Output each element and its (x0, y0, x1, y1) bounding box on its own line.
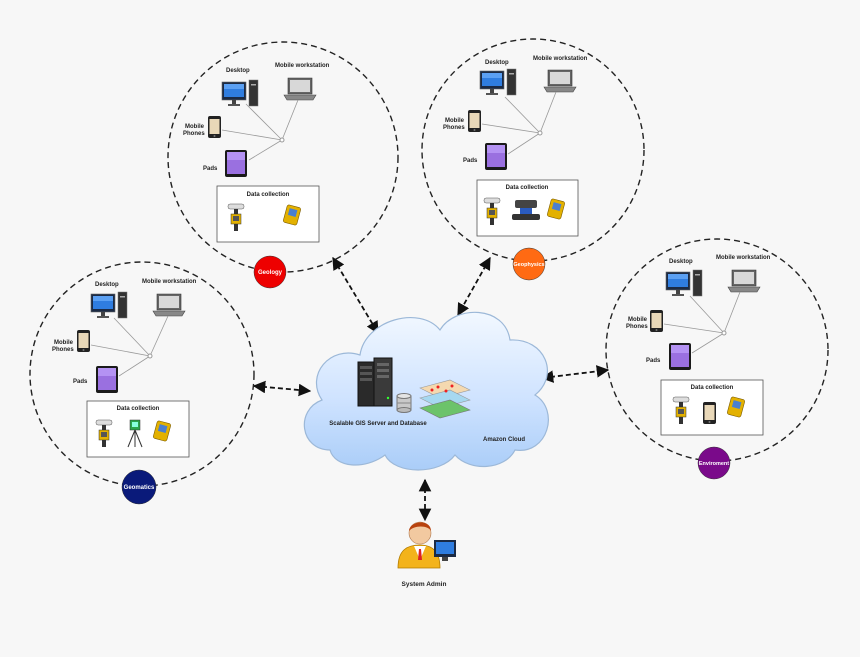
gis-map-layers-icon (419, 379, 471, 419)
badge-label: Geophysics (513, 262, 544, 268)
pads-label: Pads (203, 166, 218, 172)
desktop-icon (90, 291, 128, 319)
mobile-workstation-label: Mobile workstation (275, 63, 330, 69)
mobile-phone-icon (468, 110, 481, 132)
mobile-phones-label-1: Mobile (445, 118, 465, 124)
server-rack-icon (357, 357, 393, 407)
admin-label: System Admin (402, 581, 447, 588)
pads-label: Pads (463, 158, 478, 164)
laptop-icon (283, 77, 317, 101)
badge-geology (253, 255, 287, 289)
pad-icon (225, 150, 247, 177)
arrow-geophysics-cloud (457, 256, 491, 317)
arrow-enviroment-cloud (540, 365, 610, 383)
admin-person-icon (397, 521, 441, 569)
desktop-label: Desktop (669, 259, 693, 265)
mobile-phone-icon (703, 402, 716, 424)
mobile-phones-label-2: Phones (626, 324, 648, 330)
cloud-provider-label: Amazon Cloud (483, 437, 525, 443)
laptop-icon (727, 269, 761, 293)
mobile-phones-label-2: Phones (183, 131, 205, 137)
admin-computer-icon (434, 540, 456, 561)
mobile-phones-label-1: Mobile (628, 317, 648, 323)
badge-enviroment (697, 446, 731, 480)
database-icon (396, 393, 412, 413)
mobile-workstation-label: Mobile workstation (533, 56, 588, 62)
desktop-icon (221, 79, 259, 107)
desktop-icon (479, 68, 517, 96)
data-collection-label: Data collection (691, 385, 734, 391)
mobile-workstation-label: Mobile workstation (716, 255, 771, 261)
region-geology: Desktop Mobile workstation Mobile Phones… (167, 41, 399, 289)
badge-geophysics (512, 247, 546, 281)
device-links (221, 99, 299, 161)
badge-label: Geology (258, 270, 283, 276)
device-links (90, 315, 169, 377)
arrow-geomatics-cloud (252, 380, 312, 397)
device-links (663, 291, 741, 354)
arrow-geology-cloud (332, 256, 379, 335)
badge-label: Enviroment (699, 461, 729, 467)
pads-label: Pads (646, 358, 661, 364)
data-collection-label: Data collection (506, 185, 549, 191)
region-geophysics: Desktop Mobile workstation Mobile Phones… (421, 38, 645, 281)
mobile-phones-label-2: Phones (52, 347, 74, 353)
mobile-phone-icon (208, 116, 221, 138)
pads-label: Pads (73, 379, 88, 385)
mobile-workstation-label: Mobile workstation (142, 279, 197, 285)
data-collection-box: Data collection (660, 379, 764, 436)
pad-icon (485, 143, 507, 170)
data-collection-label: Data collection (247, 192, 290, 198)
pad-icon (96, 366, 118, 393)
laptop-icon (152, 293, 186, 317)
data-collection-box: Data collection (216, 185, 320, 243)
laptop-icon (543, 69, 577, 93)
region-geomatics: Desktop Mobile workstation Mobile Phones… (29, 261, 255, 505)
desktop-label: Desktop (95, 282, 119, 288)
system-admin: System Admin (397, 521, 456, 588)
amazon-cloud: Scalable GIS Server and Database Amazon … (303, 311, 549, 471)
pad-icon (669, 343, 691, 370)
survey-instrument-icon (512, 200, 540, 220)
mobile-phones-label-1: Mobile (54, 340, 74, 346)
desktop-label: Desktop (485, 60, 509, 66)
connector-arrows (252, 256, 610, 522)
desktop-icon (665, 269, 703, 297)
badge-label: Geomatics (124, 485, 155, 491)
device-links (481, 91, 557, 155)
data-collection-box: Data collection (86, 400, 190, 458)
server-label: Scalable GIS Server and Database (329, 421, 427, 427)
mobile-phone-icon (77, 330, 90, 352)
region-enviroment: Desktop Mobile workstation Mobile Phones… (605, 238, 829, 480)
data-collection-box: Data collection (476, 179, 579, 237)
data-collection-label: Data collection (117, 406, 160, 412)
mobile-phones-label-1: Mobile (185, 124, 205, 130)
badge-geomatics (121, 469, 157, 505)
mobile-phone-icon (650, 310, 663, 332)
desktop-label: Desktop (226, 68, 250, 74)
mobile-phones-label-2: Phones (443, 125, 465, 131)
